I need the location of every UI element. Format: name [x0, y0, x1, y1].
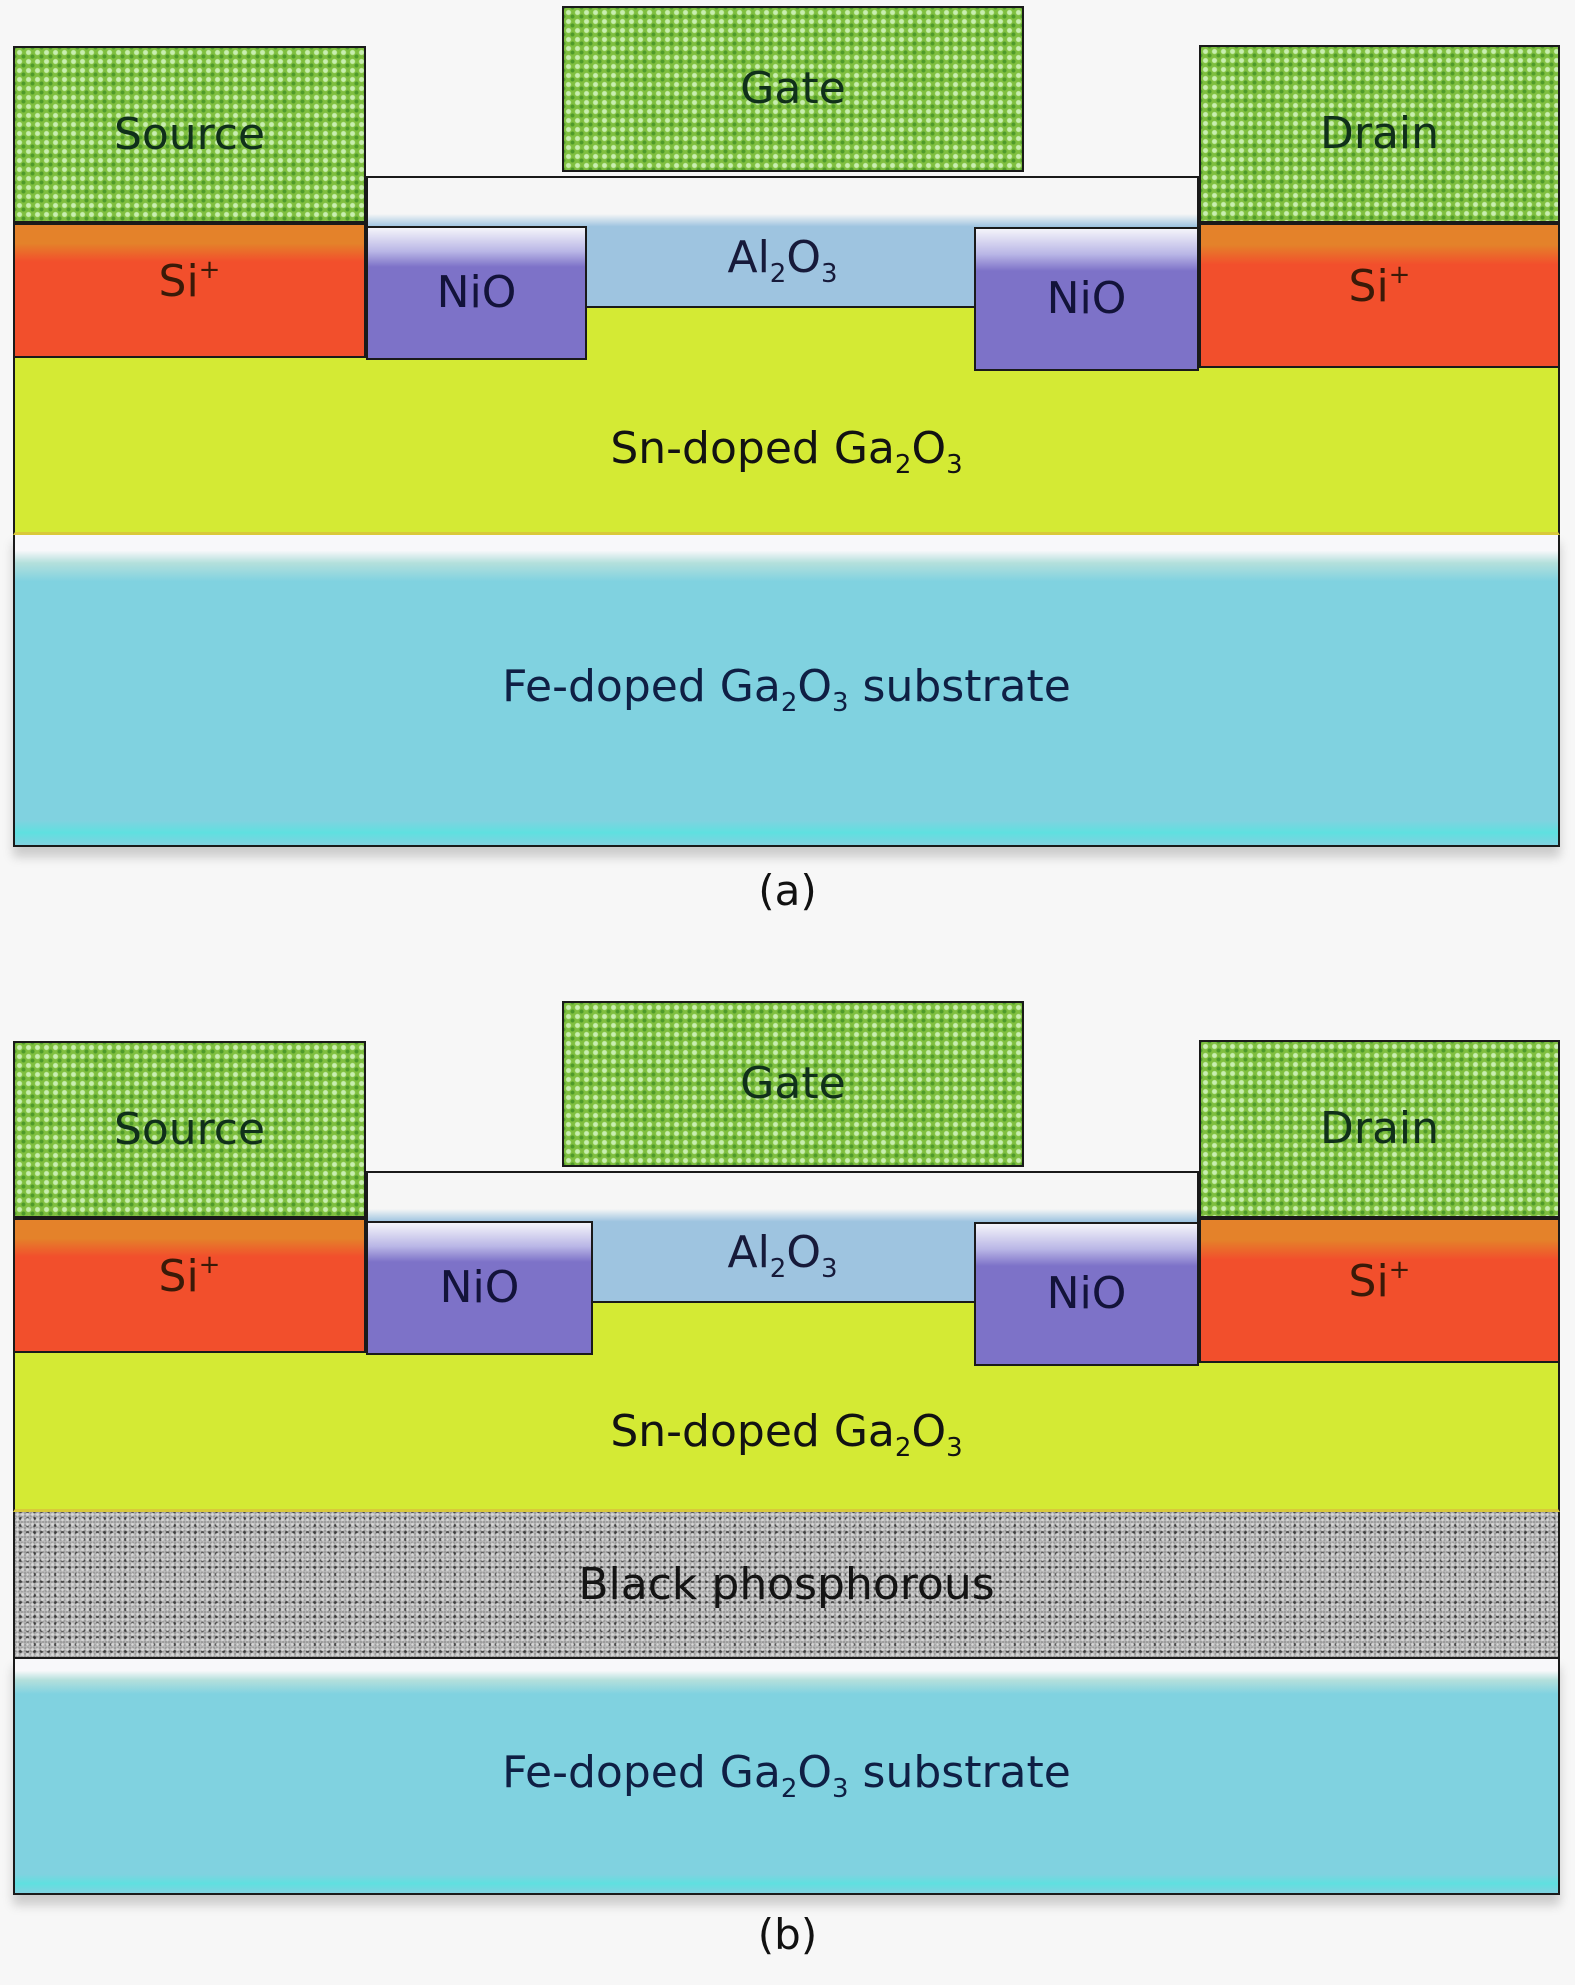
black-phosphorous-layer: Black phosphorous [13, 1510, 1560, 1659]
caption-b: (b) [757, 1910, 818, 1959]
left-nio-label: NiO [436, 267, 517, 318]
left-si-label: Si+ [158, 1250, 221, 1302]
fe-doped-substrate: Fe-doped Ga2O3 substrate [13, 1657, 1560, 1895]
right-si-label: Si+ [1348, 260, 1411, 312]
source-contact: Source [13, 1041, 366, 1218]
left-si-label: Si+ [158, 255, 221, 307]
right-si-label: Si+ [1348, 1255, 1411, 1307]
fe-doped-substrate: Fe-doped Ga2O3 substrate [13, 533, 1560, 847]
source-label: Source [113, 108, 266, 160]
substrate-label: Fe-doped Ga2O3 substrate [502, 1746, 1071, 1804]
right-nio-label: NiO [1046, 1268, 1127, 1319]
channel-label: Sn-doped Ga2O3 [610, 1406, 963, 1463]
left-nio-block: NiO [366, 1221, 593, 1355]
channel-label: Sn-doped Ga2O3 [610, 422, 963, 480]
right-nio-block: NiO [974, 1222, 1199, 1366]
drain-label: Drain [1319, 1103, 1440, 1154]
caption-a: (a) [758, 866, 817, 915]
right-nio-block: NiO [974, 227, 1199, 371]
right-si-implant: Si+ [1199, 223, 1560, 368]
right-nio-label: NiO [1046, 273, 1127, 324]
right-si-implant: Si+ [1199, 1218, 1560, 1363]
gate-contact: Gate [562, 1001, 1024, 1167]
buffer-label: Black phosphorous [578, 1558, 995, 1610]
left-si-implant: Si+ [13, 1218, 366, 1353]
dielectric-label: Al2O3 [727, 1227, 838, 1284]
panel-b: Fe-doped Ga2O3 substrate Black phosphoro… [0, 995, 1575, 1985]
gate-label: Gate [740, 63, 846, 114]
dielectric-label: Al2O3 [727, 232, 838, 289]
left-nio-block: NiO [366, 226, 587, 360]
drain-contact: Drain [1199, 45, 1560, 223]
panel-a: Fe-doped Ga2O3 substrate Sn-doped Ga2O3 … [0, 0, 1575, 990]
substrate-label: Fe-doped Ga2O3 substrate [502, 660, 1071, 718]
source-label: Source [113, 1103, 266, 1155]
drain-label: Drain [1319, 108, 1440, 159]
left-nio-label: NiO [439, 1262, 520, 1313]
gate-label: Gate [740, 1058, 846, 1109]
source-contact: Source [13, 46, 366, 223]
gate-contact: Gate [562, 6, 1024, 172]
drain-contact: Drain [1199, 1040, 1560, 1218]
left-si-implant: Si+ [13, 223, 366, 358]
